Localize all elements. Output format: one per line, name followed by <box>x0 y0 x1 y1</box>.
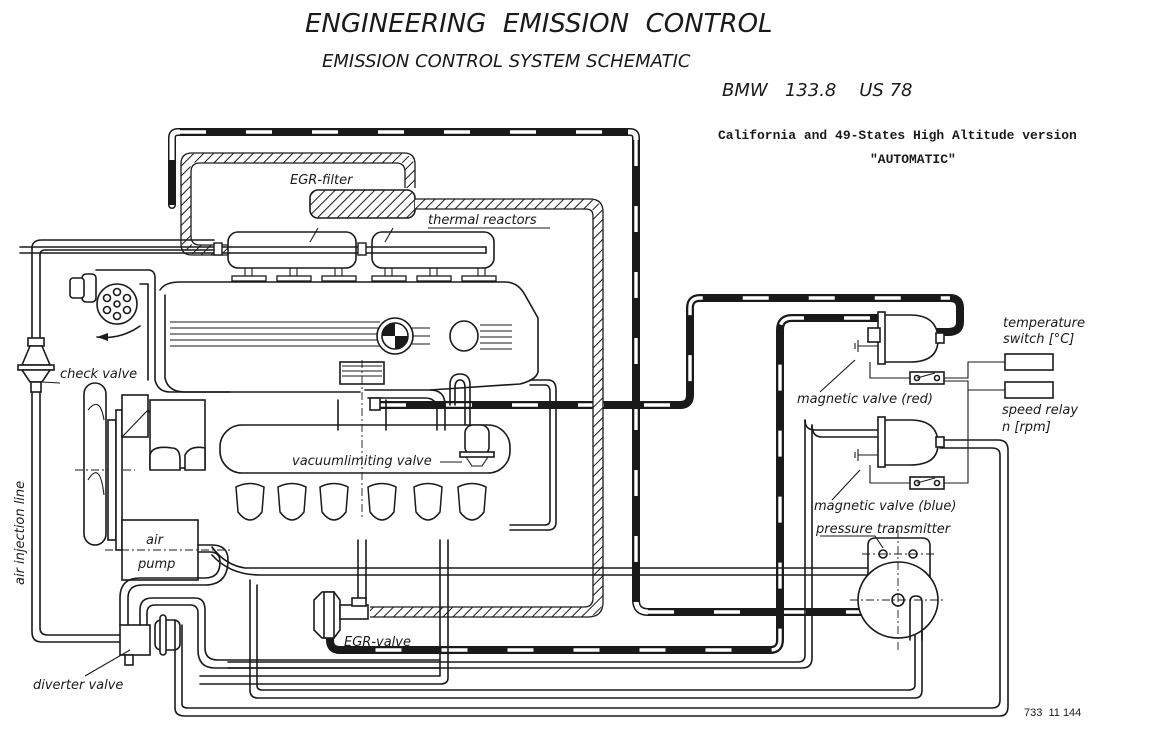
egr-valve: EGR-valve <box>313 591 411 650</box>
temperature-switch-label-2: switch [°C] <box>1003 332 1074 347</box>
egr-filter-loop <box>181 153 415 255</box>
temperature-switch-label-1: temperature <box>1003 316 1085 331</box>
transmission-label: "AUTOMATIC" <box>870 152 956 167</box>
document-title: ENGINEERING EMISSION CONTROL <box>305 9 773 39</box>
magnetic-valve-blue-label: magnetic valve (blue) <box>814 499 956 514</box>
magnetic-valve-red-label: magnetic valve (red) <box>797 392 933 407</box>
model-designation: BMW 133.8 US 78 <box>722 80 913 101</box>
air-injection-line <box>31 391 121 643</box>
pressure-transmitter-label: pressure transmitter <box>815 522 952 537</box>
magnetic-valve-red <box>819 311 945 393</box>
magnetic-valve-blue <box>831 416 945 501</box>
fan <box>75 382 206 551</box>
check-valve <box>17 337 61 393</box>
diverter-valve-label: diverter valve <box>33 678 123 693</box>
air-pump: air pump <box>105 519 230 626</box>
intake-manifold <box>219 360 511 521</box>
air-pump-label-2: pump <box>137 557 175 572</box>
vacuum-limiting-valve <box>369 373 495 467</box>
vacuum-limiting-valve-label: vacuumlimiting valve <box>292 454 432 469</box>
speed-relay-label-2: n [rpm] <box>1002 420 1051 435</box>
document-subtitle: EMISSION CONTROL SYSTEM SCHEMATIC <box>322 51 691 72</box>
electrical-wiring <box>944 353 1054 484</box>
egr-filter-label: EGR-filter <box>290 173 354 188</box>
vacuum-lines <box>168 128 964 654</box>
air-injection-line-label: air injection line <box>13 481 28 585</box>
speed-relay <box>1004 381 1054 399</box>
check-valve-label: check valve <box>60 367 137 382</box>
temperature-switch <box>1004 353 1054 371</box>
air-pump-label-1: air <box>146 533 165 548</box>
engine <box>159 281 557 531</box>
bmw-logo-icon <box>376 317 414 355</box>
egr-lines <box>180 152 604 618</box>
lower-pipes <box>174 419 1009 717</box>
engine-pipes-left <box>31 239 231 393</box>
thermal-reactors-label: thermal reactors <box>428 213 537 228</box>
pressure-transmitter <box>820 530 945 650</box>
egr-valve-label: EGR-valve <box>344 635 411 650</box>
version-line: California and 49-States High Altitude v… <box>718 128 1077 143</box>
drawing-number: 733 11 144 <box>1024 707 1081 719</box>
thermal-reactors <box>19 227 497 282</box>
egr-filter <box>309 189 416 219</box>
speed-relay-label-1: speed relay <box>1002 403 1078 418</box>
diverter-valve <box>119 597 441 669</box>
distributor <box>69 273 141 341</box>
